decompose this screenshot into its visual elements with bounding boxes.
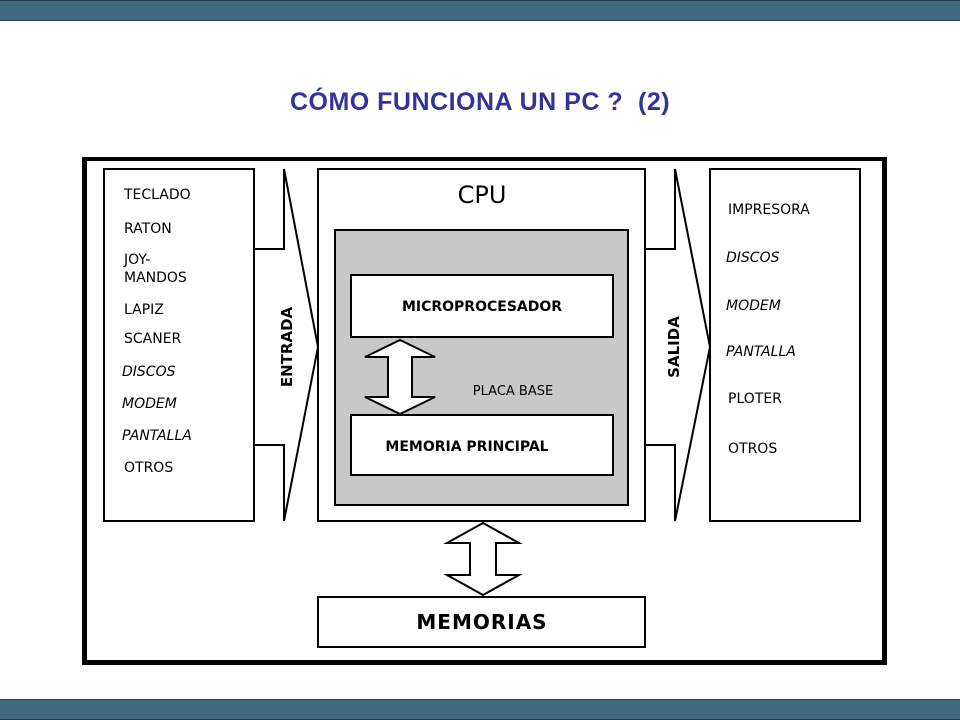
memorias-double-arrow	[443, 521, 523, 597]
input-devices-list: TECLADO RATON JOY- MANDOS LAPIZ SCANER D…	[122, 187, 192, 476]
memorias-box	[317, 596, 646, 648]
bottom-bar	[0, 699, 960, 720]
salida-arrow	[644, 168, 712, 522]
input-device-joy: JOY-	[123, 252, 150, 268]
memorias-label: MEMORIAS	[416, 610, 547, 634]
input-device-scaner: SCANER	[124, 331, 182, 347]
output-devices-list: IMPRESORA DISCOS MODEM PANTALLA PLOTER O…	[726, 202, 810, 457]
input-device-lapiz: LAPIZ	[124, 302, 164, 318]
output-device-discos: DISCOS	[726, 250, 780, 266]
cpu-label: CPU	[458, 181, 507, 209]
salida-label: SALIDA	[665, 316, 683, 378]
pc-diagram: TECLADO RATON JOY- MANDOS LAPIZ SCANER D…	[82, 157, 887, 665]
output-device-ploter: PLOTER	[728, 391, 782, 407]
microprocesador-label: MICROPROCESADOR	[402, 299, 562, 315]
input-device-pantalla: PANTALLA	[122, 428, 192, 444]
output-devices-box	[709, 168, 861, 522]
pc-diagram-svg: TECLADO RATON JOY- MANDOS LAPIZ SCANER D…	[87, 161, 882, 660]
memoria-principal-label: MEMORIA PRINCIPAL	[385, 439, 548, 455]
top-bar	[0, 0, 960, 21]
microprocesador-box	[350, 274, 614, 338]
slide-title: CÓMO FUNCIONA UN PC ? (2)	[289, 88, 671, 116]
entrada-label: ENTRADA	[278, 306, 296, 387]
input-device-mandos: MANDOS	[124, 270, 187, 286]
output-device-pantalla: PANTALLA	[726, 344, 796, 360]
input-device-raton: RATON	[124, 221, 172, 237]
output-device-modem: MODEM	[726, 298, 781, 314]
input-device-teclado: TECLADO	[123, 187, 191, 203]
input-devices-box	[103, 168, 255, 522]
input-device-otros: OTROS	[124, 460, 173, 476]
placa-base-label: PLACA BASE	[473, 384, 553, 399]
output-device-otros: OTROS	[728, 441, 777, 457]
input-device-modem: MODEM	[122, 396, 177, 412]
memoria-principal-box	[350, 414, 614, 476]
entrada-arrow	[253, 168, 320, 522]
output-device-impresora: IMPRESORA	[728, 202, 810, 218]
input-device-discos: DISCOS	[122, 364, 176, 380]
